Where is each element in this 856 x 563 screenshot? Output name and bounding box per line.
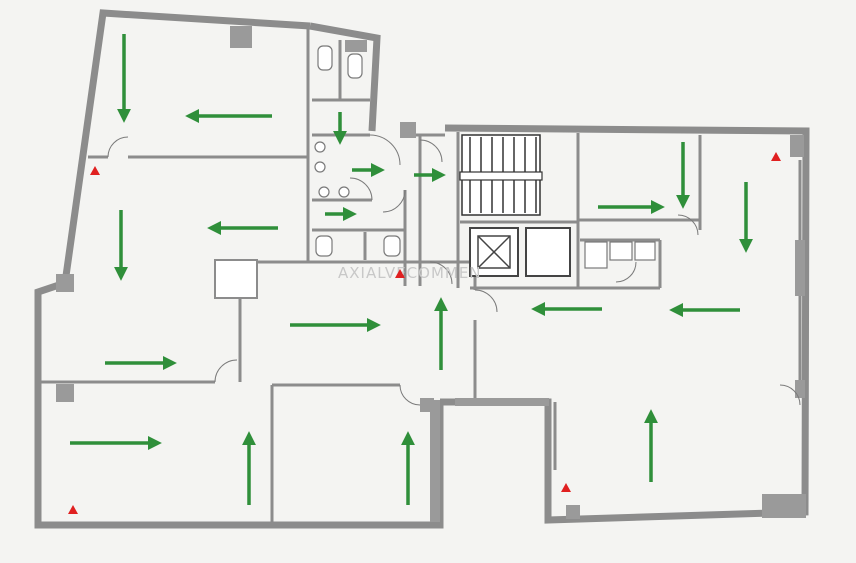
kitchenette-counter bbox=[584, 241, 608, 269]
pillar bbox=[400, 122, 416, 138]
column-block bbox=[214, 259, 258, 299]
pillar bbox=[762, 494, 806, 518]
pillar bbox=[230, 26, 252, 48]
door-swing bbox=[474, 289, 498, 313]
pillar bbox=[345, 40, 367, 52]
toilet-fixture bbox=[347, 53, 363, 79]
toilet-fixture bbox=[317, 45, 333, 71]
doors bbox=[107, 134, 801, 406]
sink-fixture bbox=[314, 161, 326, 173]
staircase bbox=[459, 134, 543, 216]
pillar bbox=[795, 380, 805, 398]
watermark-text: AXIALVECOMMEN bbox=[338, 264, 482, 282]
pillar bbox=[455, 398, 549, 406]
sink-fixture bbox=[318, 186, 330, 198]
door-swing bbox=[349, 177, 373, 201]
restroom-fixtures bbox=[312, 40, 656, 269]
door-swing bbox=[419, 139, 443, 163]
kitchenette-counter bbox=[609, 241, 633, 261]
kitchenette-counter bbox=[634, 241, 656, 261]
door-swing bbox=[382, 189, 406, 213]
pillar bbox=[566, 505, 580, 519]
door-swing bbox=[399, 384, 421, 406]
toilet-fixture bbox=[383, 235, 401, 257]
pillars bbox=[56, 26, 806, 522]
sink-fixture bbox=[314, 141, 326, 153]
fire-alarm-marker-icon bbox=[561, 483, 571, 492]
toilet-fixture bbox=[315, 235, 333, 257]
interior-walls bbox=[38, 28, 802, 522]
pillar bbox=[795, 240, 805, 296]
door-swing bbox=[779, 384, 801, 406]
fire-alarm-markers bbox=[68, 152, 781, 514]
door-swing bbox=[107, 136, 129, 158]
fire-alarm-marker-icon bbox=[90, 166, 100, 175]
door-swing bbox=[429, 261, 453, 285]
door-swing bbox=[677, 214, 699, 236]
pillar bbox=[790, 135, 804, 157]
door-swing bbox=[369, 134, 401, 166]
pillar bbox=[56, 274, 74, 292]
fire-alarm-marker-icon bbox=[68, 505, 78, 514]
pillar bbox=[430, 400, 440, 522]
door-swing bbox=[615, 261, 637, 283]
sink-fixture bbox=[338, 186, 350, 198]
fire-alarm-marker-icon bbox=[771, 152, 781, 161]
pillar bbox=[56, 384, 74, 402]
elevator bbox=[469, 227, 571, 277]
evacuation-arrows bbox=[70, 34, 753, 505]
fire-alarm-marker-icon bbox=[395, 269, 405, 278]
door-swing bbox=[214, 359, 238, 383]
